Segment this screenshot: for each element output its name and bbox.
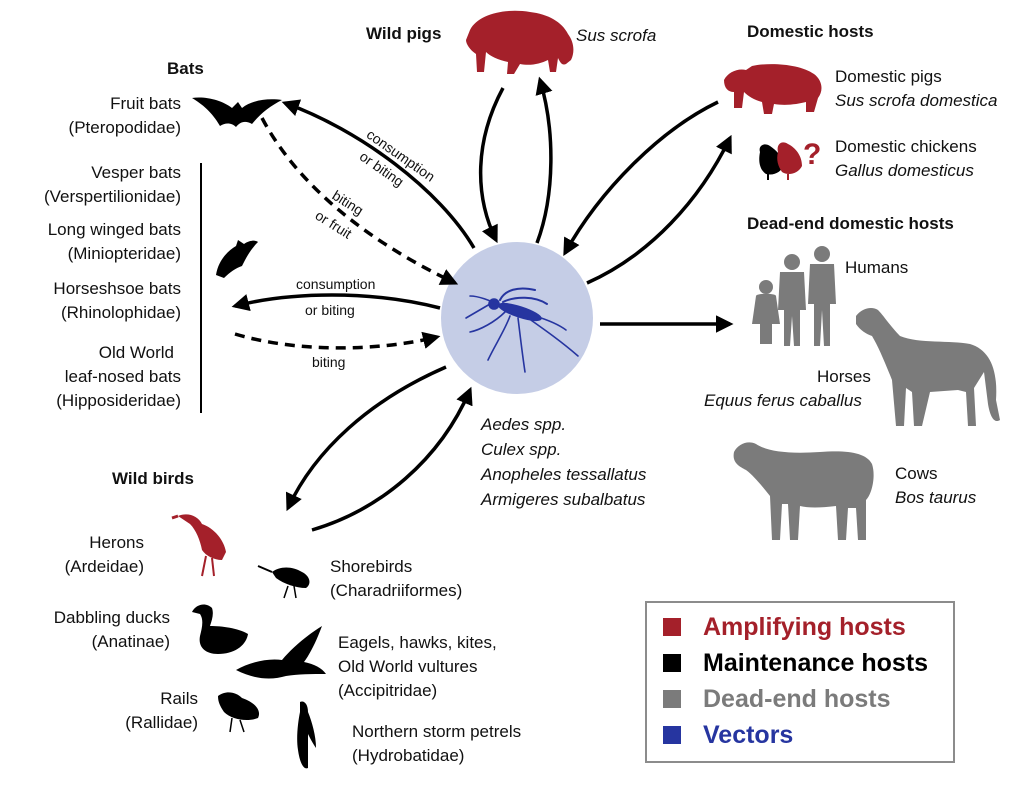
legend-label: Amplifying hosts — [703, 613, 906, 641]
humans-icon — [752, 246, 836, 346]
bat-name: Fruit bats — [110, 94, 181, 113]
duck-icon — [192, 604, 248, 654]
cows-latin: Bos taurus — [895, 488, 977, 507]
horses-name: Horses — [817, 367, 871, 386]
storm-petrel-icon — [297, 701, 316, 769]
arrow-label: biting — [312, 354, 346, 370]
legend-label: Maintenance hosts — [703, 649, 929, 677]
domestic-pig-icon — [724, 64, 822, 114]
arrow-birds-to-vector — [311, 386, 473, 532]
small-bat-icon — [216, 240, 258, 278]
wild-pig-latin: Sus scrofa — [576, 26, 657, 45]
bats-heading: Bats — [167, 59, 204, 78]
arrow-label: or biting — [305, 302, 355, 318]
arrow-label: consumption — [296, 276, 376, 292]
arrow-domesticpig-to-vector — [563, 100, 719, 257]
bat-name: Horseshsoe bats — [53, 279, 181, 298]
bird-name: Rails — [160, 689, 198, 708]
arrow-vector-to-birds — [285, 365, 447, 512]
bat-family: (Rhinolophidae) — [60, 303, 181, 322]
fruit-bat-icon — [192, 97, 282, 127]
bat-name-line2: leaf-nosed bats — [64, 367, 181, 386]
domestic-chicken-name: Domestic chickens — [835, 137, 977, 156]
eagle-icon — [236, 626, 326, 679]
bat-family: (Miniopteridae) — [67, 244, 181, 263]
arrow-vector-to-wildpig — [535, 76, 553, 244]
vector-species: Armigeres subalbatus — [481, 490, 646, 509]
legend-swatch — [663, 618, 681, 636]
chicken-question-mark: ? — [803, 138, 822, 171]
bird-name: Eagels, hawks, kites, — [338, 633, 497, 652]
arrow-wildpig-to-vector — [478, 87, 505, 244]
bird-name: Shorebirds — [330, 557, 413, 576]
legend-label: Dead-end hosts — [703, 685, 891, 713]
bird-family: (Anatinae) — [91, 632, 170, 651]
legend-swatch — [663, 726, 681, 744]
humans-name: Humans — [845, 258, 909, 277]
legend-swatch — [663, 654, 681, 672]
wild-pigs-heading: Wild pigs — [366, 24, 442, 43]
horses-latin: Equus ferus caballus — [704, 391, 862, 410]
cows-name: Cows — [895, 464, 938, 483]
bat-family: (Pteropodidae) — [68, 118, 181, 137]
vector-species: Culex spp. — [481, 440, 562, 459]
horse-icon — [856, 308, 1000, 426]
bird-name: Northern storm petrels — [352, 722, 522, 741]
mosquito-icon — [465, 287, 579, 373]
arrow-vector-to-fruitbats — [281, 99, 476, 249]
legend-swatch — [663, 690, 681, 708]
vector-species: Aedes spp. — [481, 415, 567, 434]
bat-family: (Verspertilionidae) — [43, 187, 181, 206]
bird-family: (Hydrobatidae) — [352, 746, 465, 765]
arrow-fruitbats-to-vector — [260, 117, 459, 285]
legend: Amplifying hosts Maintenance hosts Dead-… — [645, 601, 955, 763]
arrow-bats-to-vector — [234, 331, 441, 350]
bird-family: (Charadriiformes) — [330, 581, 463, 600]
arrow-vector-to-bats — [231, 293, 441, 312]
bird-name: Herons — [89, 533, 144, 552]
domestic-pig-latin: Sus scrofa domestica — [835, 91, 998, 110]
dead-end-domestic-heading: Dead-end domestic hosts — [747, 214, 954, 233]
bat-name: Long winged bats — [47, 220, 181, 239]
bird-name: Dabbling ducks — [53, 608, 170, 627]
arrow-vector-to-domesticpig — [586, 134, 732, 285]
bat-name: Vesper bats — [91, 163, 181, 182]
rail-icon — [218, 692, 260, 733]
bat-name: Old World — [98, 343, 174, 362]
domestic-hosts-heading: Domestic hosts — [747, 22, 874, 41]
bird-family: (Accipitridae) — [338, 681, 438, 700]
cow-icon — [733, 442, 874, 540]
wild-pig-icon — [466, 10, 574, 74]
legend-label: Vectors — [703, 721, 794, 749]
domestic-chicken-latin: Gallus domesticus — [835, 161, 974, 180]
heron-icon — [171, 514, 226, 577]
bird-family: (Ardeidae) — [64, 557, 144, 576]
chickens-icon — [759, 142, 802, 180]
vector-circle — [441, 242, 593, 394]
bird-family: (Rallidae) — [125, 713, 198, 732]
wild-birds-heading: Wild birds — [112, 469, 195, 488]
domestic-pig-name: Domestic pigs — [835, 67, 942, 86]
shorebird-icon — [257, 565, 310, 599]
bat-family: (Hipposideridae) — [56, 391, 181, 410]
vector-species: Anopheles tessallatus — [481, 465, 647, 484]
bird-name-line2: Old World vultures — [338, 657, 478, 676]
